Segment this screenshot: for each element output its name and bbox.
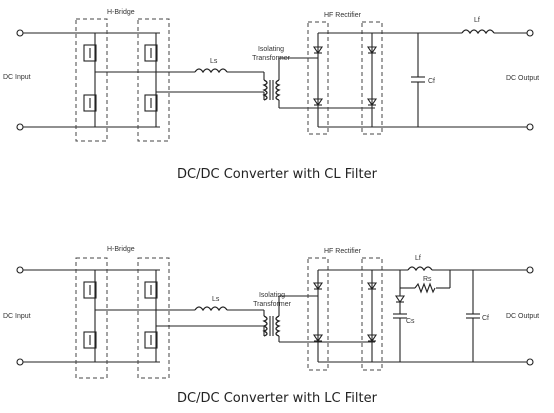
ls-inductor-icon (194, 68, 228, 74)
ls-label: Ls (210, 58, 218, 65)
rectifier-leg-right (361, 21, 383, 135)
output-terminal-top (526, 29, 534, 37)
ls-label: Ls (212, 296, 220, 303)
input-terminal-bottom (16, 358, 24, 366)
output-terminal-bottom (526, 358, 534, 366)
cs-label: Cs (406, 318, 415, 325)
cf-label: Cf (428, 78, 435, 85)
hbridge-label: H-Bridge (107, 9, 135, 16)
dc-input-label: DC Input (3, 313, 31, 320)
hbridge-leg-left (75, 257, 108, 379)
diode-icon (312, 282, 378, 342)
cf-label: Cf (482, 315, 489, 322)
input-terminal-top (16, 29, 24, 37)
hbridge-leg-right (137, 257, 170, 379)
ls-inductor-icon (194, 306, 228, 312)
rs-resistor-icon (414, 282, 436, 294)
output-terminal-bottom (526, 123, 534, 131)
transformer-label-2: Transformer (252, 55, 291, 62)
input-terminal-bottom (16, 123, 24, 131)
switch-icon (83, 281, 158, 349)
diode-icon (312, 46, 378, 106)
hbridge-leg-right (137, 18, 170, 142)
input-terminal-top (16, 266, 24, 274)
transformer-label-1: Isolating (258, 46, 284, 53)
hbridge-label: H-Bridge (107, 246, 135, 253)
transformer-label-1: Isolating (259, 292, 285, 299)
dc-output-label: DC Output (506, 75, 539, 82)
cl-filter-caption: DC/DC Converter with CL Filter (177, 167, 378, 182)
hbridge-leg-left (75, 18, 108, 142)
lc-filter-caption: DC/DC Converter with LC Filter (177, 391, 378, 406)
lf-label: Lf (415, 255, 421, 262)
lf-label: Lf (474, 17, 480, 24)
cl-filter-diagram: DC Input H-Bridge Ls Isolating (3, 9, 539, 182)
hf-rectifier-label: HF Rectifier (324, 248, 362, 255)
switch-icon (83, 44, 158, 112)
dc-output-label: DC Output (506, 313, 539, 320)
rectifier-leg-left (307, 21, 329, 135)
hf-rectifier-label: HF Rectifier (324, 12, 362, 19)
lf-inductor-icon (407, 266, 433, 272)
transformer-icon (262, 79, 281, 101)
transformer-label-2: Transformer (253, 301, 292, 308)
rectifier-leg-left (307, 257, 329, 371)
transformer-icon (262, 315, 281, 337)
snubber-diode-icon (394, 295, 406, 303)
lf-inductor-icon (461, 29, 495, 35)
output-terminal-top (526, 266, 534, 274)
rectifier-leg-right (361, 257, 383, 371)
rs-label: Rs (423, 276, 432, 283)
lc-filter-diagram: DC Input H-Bridge Ls Isolating Transform… (3, 246, 539, 406)
dc-input-label: DC Input (3, 74, 31, 81)
